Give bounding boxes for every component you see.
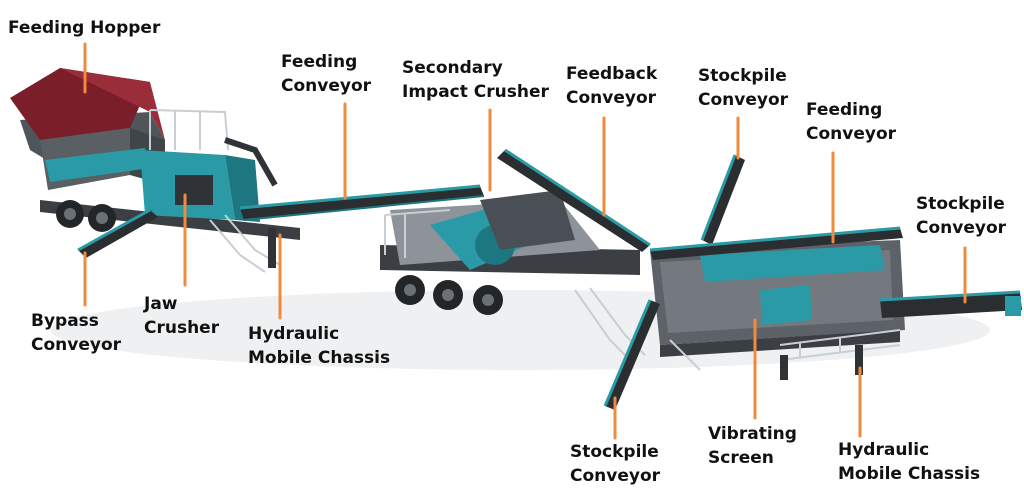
label-vibrating-screen: Vibrating Screen: [708, 424, 797, 468]
stockpile-conveyor-bottom-belt: [605, 300, 660, 410]
label-jaw-crusher: Jaw Crusher: [144, 294, 220, 338]
label-bypass-conveyor: Bypass Conveyor: [31, 311, 122, 355]
vibrating-screen-unit: [603, 154, 1022, 410]
jaw-crusher-unit: [10, 68, 300, 273]
label-feedback-conveyor: Feedback Conveyor: [566, 64, 658, 108]
stockpile-conveyor-top-belt: [702, 155, 745, 245]
vibrating-screen-deck: [700, 245, 885, 282]
bypass-conveyor-belt: [78, 210, 158, 258]
label-hydraulic-mobile-chassis-1: Hydraulic Mobile Chassis: [248, 324, 391, 368]
feeding-conveyor-2-belt: [650, 228, 903, 260]
label-stockpile-conveyor-bottom: Stockpile Conveyor: [570, 442, 661, 486]
label-stockpile-conveyor-right: Stockpile Conveyor: [916, 194, 1007, 238]
impact-crusher-unit: [380, 148, 651, 361]
label-stockpile-conveyor-top: Stockpile Conveyor: [698, 66, 789, 110]
label-feeding-conveyor-1: Feeding Conveyor: [281, 52, 372, 96]
label-feeding-conveyor-2: Feeding Conveyor: [806, 100, 897, 144]
pointer-lines: [83, 42, 967, 440]
jaw-platform-rails: [149, 109, 281, 273]
label-secondary-impact-crusher: Secondary Impact Crusher: [402, 58, 549, 102]
feeding-conveyor-1: [239, 184, 485, 221]
label-feeding-hopper: Feeding Hopper: [8, 18, 161, 38]
label-hydraulic-mobile-chassis-2: Hydraulic Mobile Chassis: [838, 440, 981, 484]
feedback-conveyor-belt: [497, 150, 650, 252]
